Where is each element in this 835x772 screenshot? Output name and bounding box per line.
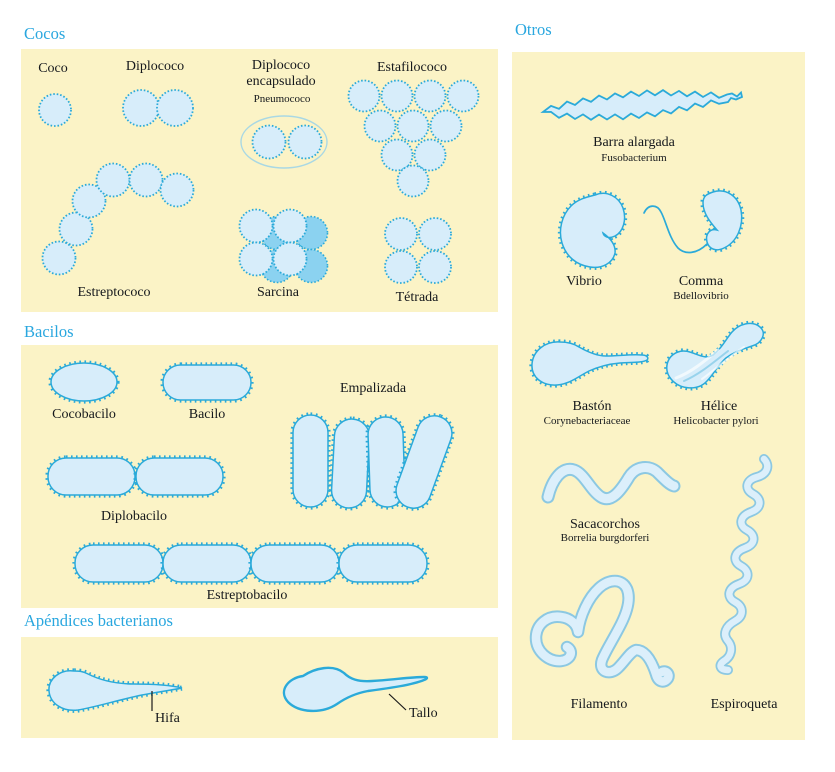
comma-shape [643,188,745,254]
pneumococo-label: Pneumococo [253,93,311,105]
barra-alargada-label: Barra alargada [593,135,675,150]
estafilococo-shape [347,79,480,198]
comma-flagellum [643,205,708,254]
tetrada-shape [384,217,452,284]
diplobacilo-shape [45,455,226,498]
fusobacterium-label: Fusobacterium [601,152,667,164]
cocobacilo-label: Cocobacilo [52,407,116,422]
sarcina-shape [238,208,329,284]
sacacorchos-label: Sacacorchos [570,517,640,532]
diplococo-encapsulado-shape [240,115,328,169]
helice-label: Hélice [700,399,738,414]
filamento-shape [529,574,675,688]
filamento-label: Filamento [570,697,628,712]
baston-shape [529,339,651,388]
estreptococo-shape [41,162,195,276]
corynebacteriaceae-label: Corynebacteriaceae [543,415,631,427]
borrelia-label: Borrelia burgdorferi [560,532,650,544]
baston-label: Bastón [572,399,612,414]
bdellovibrio-label: Bdellovibrio [673,290,729,302]
hifa-shape [46,668,183,713]
otros-header: Otros [515,20,552,39]
espiroqueta-shape [715,454,773,675]
vibrio-label: Vibrio [566,274,602,289]
sacacorchos-shape [541,461,681,506]
estreptococo-label: Estreptococo [77,285,151,300]
bacilo-label: Bacilo [188,407,226,422]
helicobacter-label: Helicobacter pylori [673,415,759,427]
hifa-label: Hifa [155,711,180,726]
estafilococo-label: Estafilococo [377,60,447,75]
tallo-label: Tallo [409,706,438,721]
otros-panel [512,52,805,740]
espiroqueta-label: Espiroqueta [710,697,778,712]
estreptobacilo-label: Estreptobacilo [206,588,288,603]
diplococo-encapsulado-label: Diplococo encapsulado [246,58,316,90]
cocobacilo-shape [48,360,120,404]
cocos-header: Cocos [24,24,66,43]
estreptobacilo-shape [72,542,430,585]
bacilo-shape [160,362,254,403]
apendices-header: Apéndices bacterianos [24,611,173,630]
vibrio-shape [557,190,628,270]
bacilos-header: Bacilos [24,322,74,341]
helice-shape [664,320,766,391]
tallo-pointer-line [388,693,407,711]
comma-label: Comma [678,274,724,289]
empalizada-shape [290,412,455,511]
empalizada-label: Empalizada [339,381,407,396]
tallo-shape [282,666,429,713]
barra-alargada-shape [540,89,744,121]
coco-shape [38,93,72,127]
diplobacilo-label: Diplobacilo [100,509,168,524]
sarcina-label: Sarcina [257,285,299,300]
diplococo-label: Diplococo [125,59,185,74]
diplococo-shape [122,89,194,127]
coco-label: Coco [38,61,68,76]
tetrada-label: Tétrada [395,290,439,305]
